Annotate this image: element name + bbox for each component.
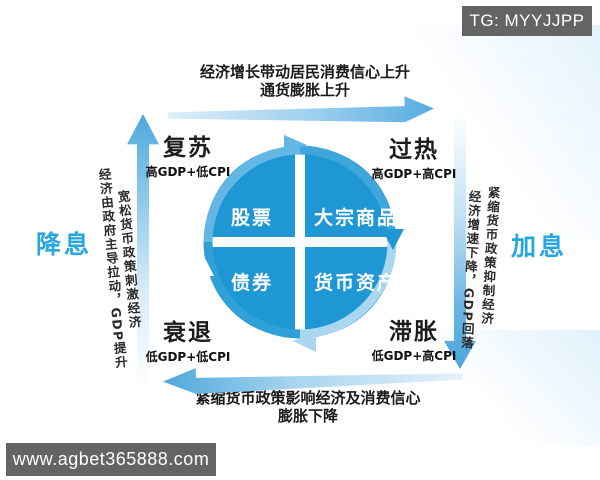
rim-arc-top-left [203,145,301,243]
rim-arc-bottom-left [203,241,301,339]
phase-stagflation: 滞胀 低GDP+高CPI [364,312,464,364]
telegram-badge: TG: MYYJJPP [462,6,592,36]
background-wash-bottom-right [400,330,600,445]
asset-label-bonds: 债券 [230,272,273,294]
clockwise-arrowhead-top-icon [284,135,307,155]
phase-overheat-metrics: 高GDP+高CPI [371,167,457,181]
top-flow-line2: 通货膨胀上升 [259,80,350,99]
clockwise-arrowhead-right-icon [382,229,404,250]
phase-recovery-title: 复苏 [163,135,213,161]
bottom-flow-line1: 紧缩货币政策影响经济及消费信心 [195,389,421,407]
phase-recession: 衰退 低GDP+低CPI [138,313,238,365]
quadrant-overheat [305,147,395,237]
phase-overheat: 过热 高GDP+高CPI [364,130,464,182]
phase-recovery-metrics: 高GDP+低CPI [145,165,231,179]
website-badge: www.agbet365888.com [6,443,216,476]
asset-label-stocks: 股票 [230,207,273,229]
phase-stagflation-title: 滞胀 [389,319,439,345]
bottom-flow-line2: 膨胀下降 [277,406,338,425]
top-flow-line1: 经济增长带动居民消费信心上升 [199,63,410,81]
quadrant-recovery [205,147,295,237]
clockwise-arrowhead-left-icon [190,252,214,276]
website-url: www.agbet365888.com [12,449,210,469]
rim-arc-top-right [299,145,397,243]
rim-arc-bottom-right [299,241,397,339]
clockwise-arrowhead-bottom-icon [293,330,316,352]
quadrant-stagflation [305,247,395,337]
telegram-handle: TG: MYYJJPP [469,11,585,30]
phase-overheat-title: 过热 [389,137,439,163]
background-wash-top-right [390,25,600,240]
phase-recovery: 复苏 高GDP+低CPI [138,128,238,180]
rate-cut-label: 降息 [36,230,93,259]
quadrant-recession [205,247,295,337]
bottom-flow-annotation: 紧缩货币政策影响经济及消费信心 膨胀下降 [148,389,468,425]
asset-label-commodities: 大宗商品 [313,207,398,229]
phase-stagflation-metrics: 低GDP+高CPI [371,349,457,363]
cycle-clock-diagram [190,135,404,352]
phase-recession-metrics: 低GDP+低CPI [145,350,231,364]
phase-recession-title: 衰退 [163,320,213,346]
rate-hike-label: 加息 [511,232,568,261]
asset-label-cash: 货币资产 [313,272,398,294]
top-flow-annotation: 经济增长带动居民消费信心上升 通货膨胀上升 [145,63,465,99]
